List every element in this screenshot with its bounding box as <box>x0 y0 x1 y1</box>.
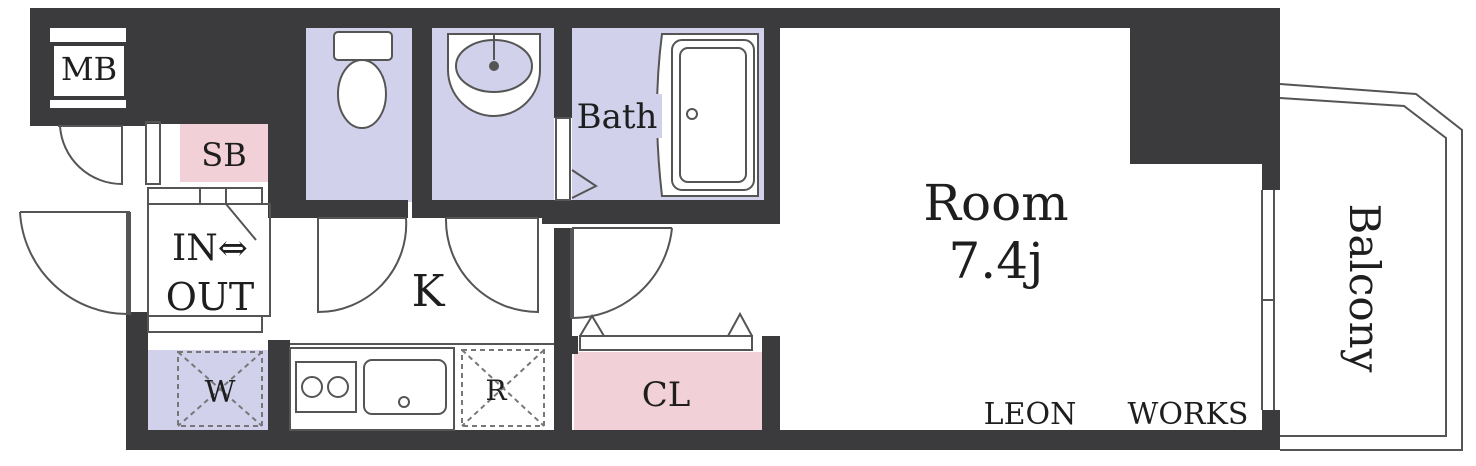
washbasin-icon <box>447 33 541 117</box>
brand-works: WORKS <box>1128 397 1249 432</box>
toilet-icon <box>333 31 393 129</box>
label-r: R <box>485 374 507 407</box>
kitchen-sink-icon <box>363 359 447 415</box>
label-in-out-1: IN⇔ <box>172 228 248 269</box>
label-w: W <box>205 375 236 410</box>
refrigerator-space <box>461 349 545 427</box>
label-cl: CL <box>642 375 691 415</box>
mb-box <box>52 44 126 98</box>
label-room-size: 7.4j <box>948 232 1043 290</box>
balcony <box>1279 83 1463 451</box>
walls <box>30 8 1280 450</box>
label-balcony: Balcony <box>1340 204 1389 373</box>
bath-label-backing <box>572 94 662 138</box>
stove-icon <box>301 376 323 398</box>
label-in-out-2: OUT <box>166 275 255 319</box>
kitchen-counter <box>289 347 455 431</box>
label-room: Room <box>923 174 1068 232</box>
closet <box>574 352 762 430</box>
bathtub-icon <box>656 33 759 197</box>
label-k: K <box>412 266 446 317</box>
partitions <box>145 121 1275 410</box>
mb-box-frame <box>50 42 128 100</box>
washer-outline <box>177 351 263 427</box>
label-sb: SB <box>201 136 246 174</box>
doors <box>19 117 753 337</box>
label-mb: MB <box>61 50 117 88</box>
shoe-box <box>180 124 268 182</box>
label-bath: Bath <box>577 97 658 137</box>
brand-leon: LEON <box>984 397 1077 432</box>
washer-space <box>148 350 268 430</box>
